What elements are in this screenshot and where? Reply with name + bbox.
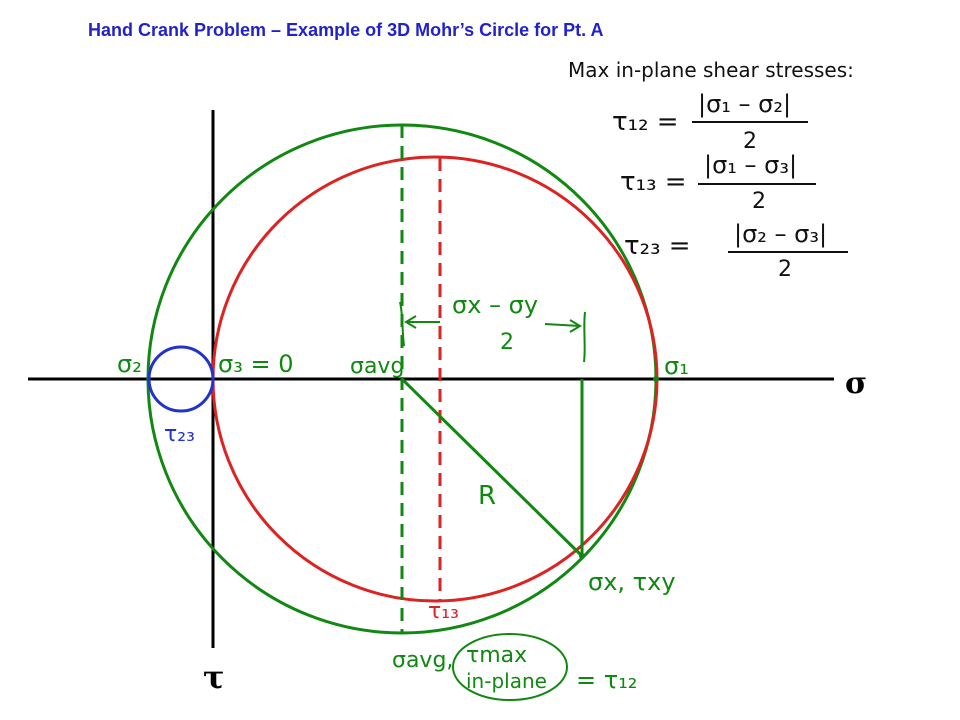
in-plane-label: in-plane: [466, 669, 547, 693]
sigma-avg-label: σavg: [350, 354, 404, 379]
tau23-lhs: τ₂₃ =: [624, 231, 691, 261]
tau23-label: τ₂₃: [164, 422, 195, 447]
sigma1-label: σ₁: [664, 352, 689, 380]
bottom-sigma-avg-label: σavg,: [392, 648, 453, 673]
tau12-denominator: 2: [743, 129, 757, 154]
half-diff-numerator: σx – σy: [452, 291, 538, 319]
point-a-marker: [579, 553, 585, 559]
tau-max-label: τmax: [466, 643, 527, 668]
half-difference-dimension: [399, 301, 586, 363]
small-mohr-circle: [147, 345, 215, 413]
tau-axis-label: τ: [203, 658, 225, 696]
point-a-label: σx, τxy: [588, 568, 676, 596]
half-diff-denominator: 2: [500, 330, 514, 355]
equals-tau12-label: = τ₁₂: [576, 666, 637, 694]
tau23-denominator: 2: [778, 257, 792, 282]
slide-title: Hand Crank Problem – Example of 3D Mohr’…: [88, 20, 604, 40]
sigma3-label: σ₃ = 0: [218, 350, 293, 378]
tau12-numerator: |σ₁ – σ₂|: [698, 90, 791, 118]
sigma2-label: σ₂: [117, 350, 142, 378]
tau13-label: τ₁₃: [428, 599, 459, 624]
tau12-lhs: τ₁₂ =: [612, 107, 679, 137]
notes-heading: Max in-plane shear stresses:: [568, 58, 854, 82]
radius-label: R: [478, 481, 496, 511]
tau13-numerator: |σ₁ – σ₃|: [704, 151, 797, 179]
sigma-axis-label: σ: [845, 366, 867, 401]
tau13-denominator: 2: [752, 189, 766, 214]
radius-line: [400, 377, 584, 558]
tau23-numerator: |σ₂ – σ₃|: [734, 220, 827, 248]
tau-max-highlight: [452, 633, 568, 701]
tau13-lhs: τ₁₃ =: [620, 167, 687, 197]
sigma1-point: [653, 376, 659, 382]
